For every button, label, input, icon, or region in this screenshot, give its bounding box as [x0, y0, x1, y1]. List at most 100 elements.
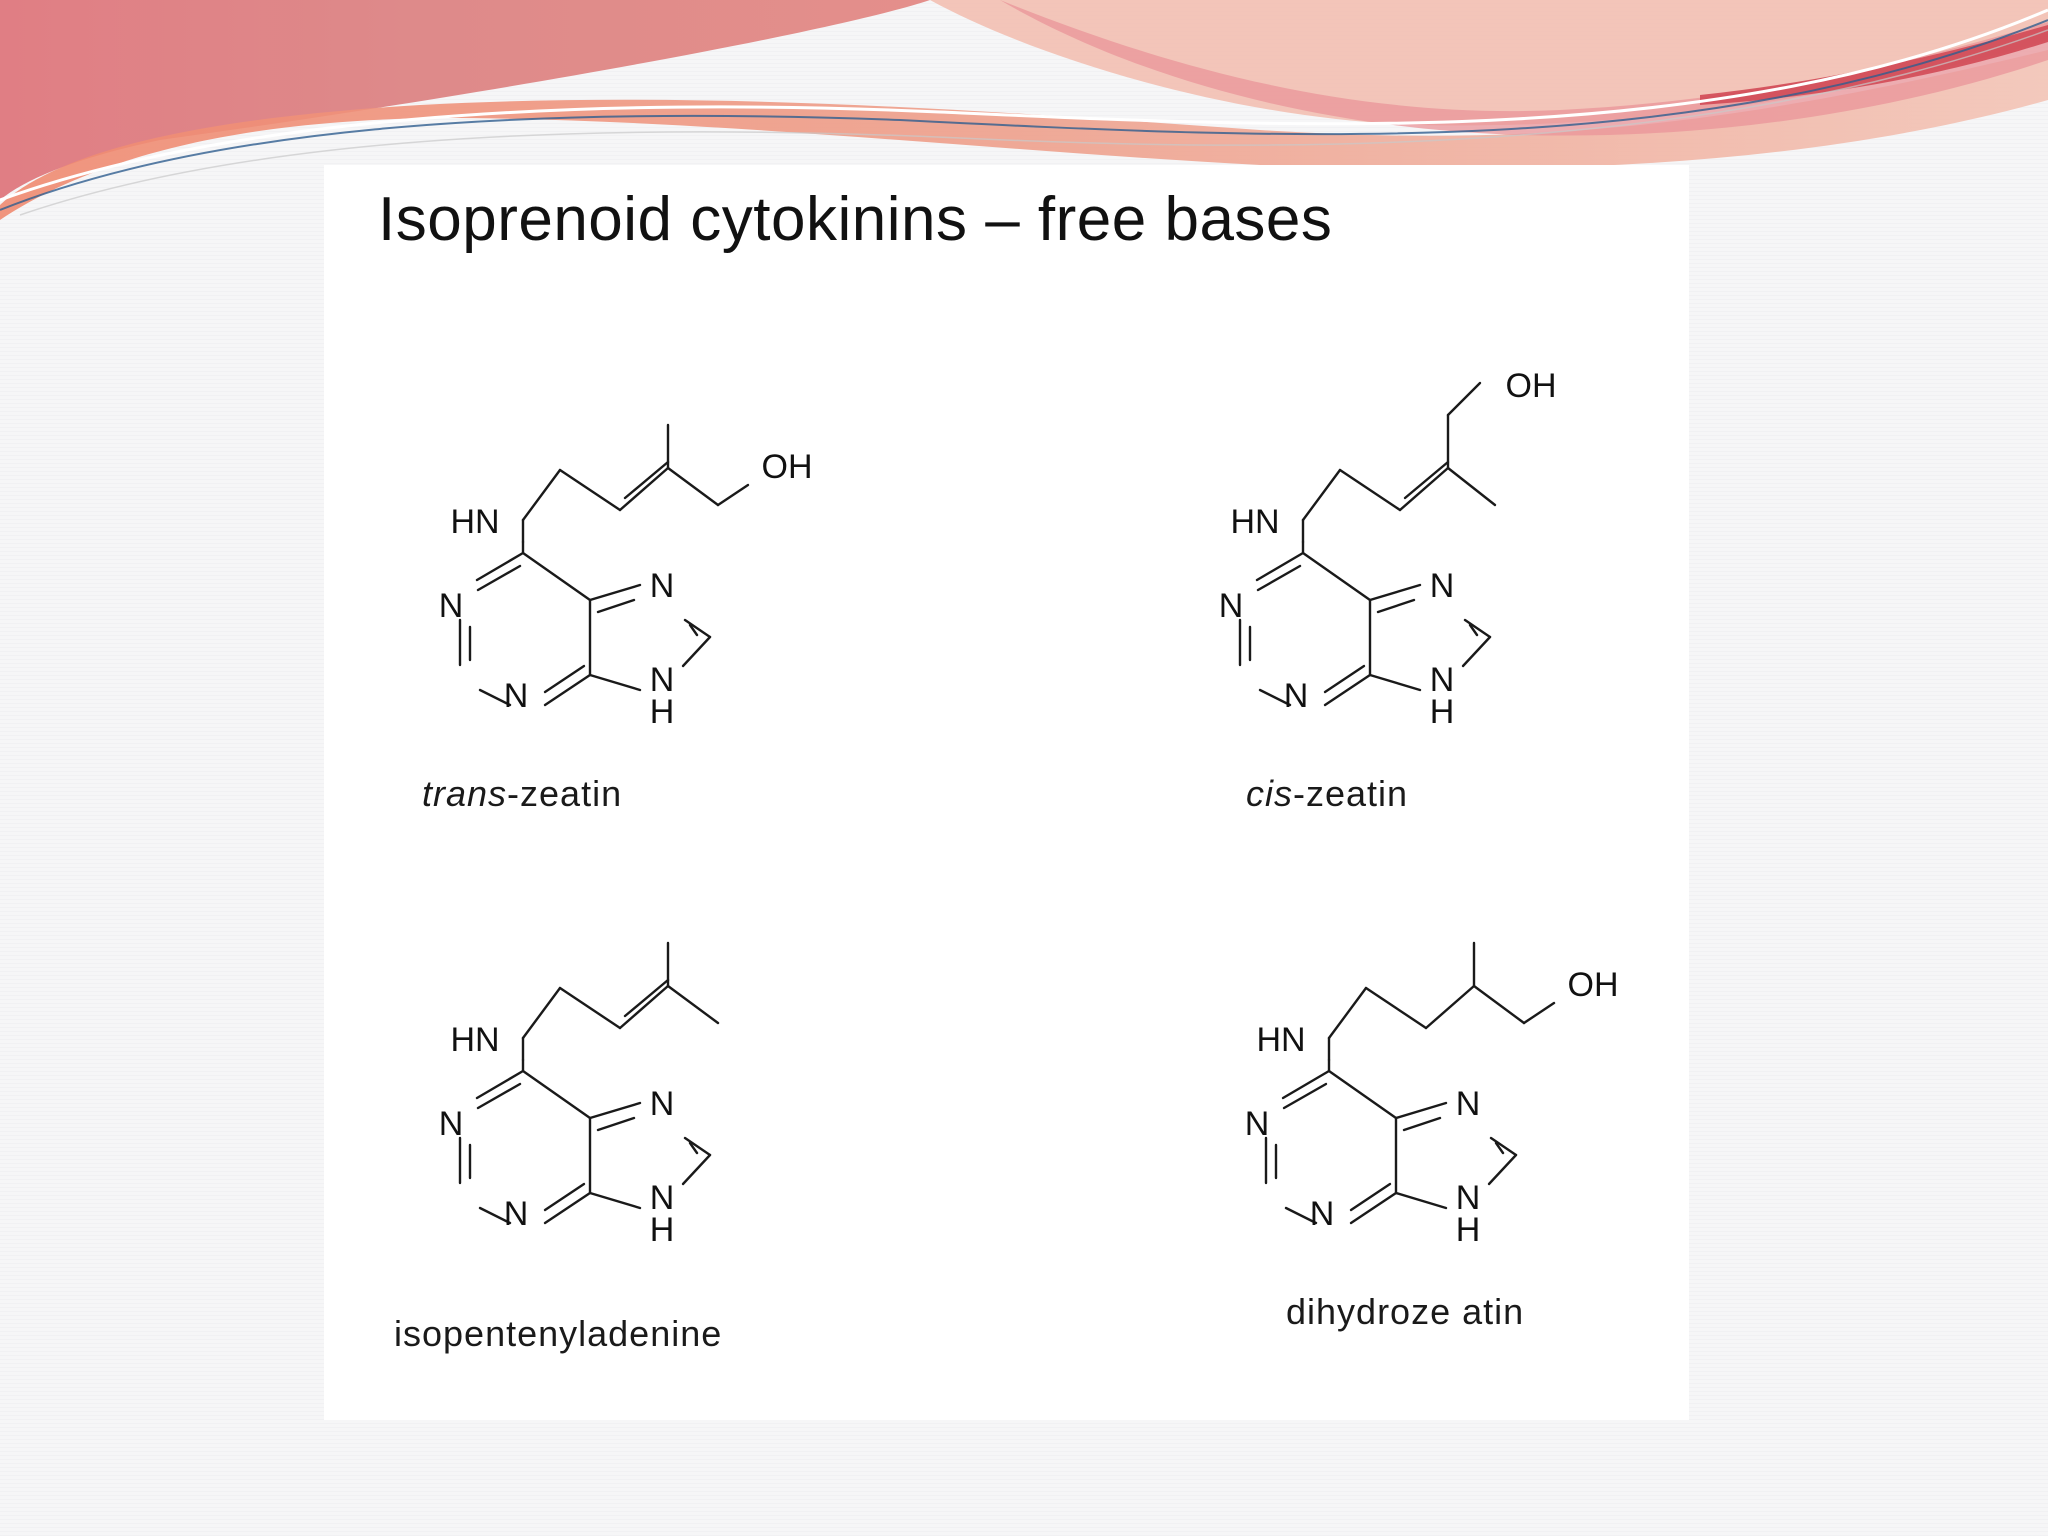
- bond: [1376, 598, 1416, 614]
- atom-label-n3: N: [1310, 1195, 1335, 1233]
- bond: [1338, 468, 1402, 512]
- bond: [1494, 1141, 1505, 1155]
- bond: [596, 1116, 636, 1132]
- atom-label-n1: N: [439, 1105, 464, 1143]
- bond: [1461, 635, 1492, 668]
- bond: [683, 618, 712, 639]
- bond: [558, 986, 622, 1030]
- bond: [1256, 564, 1302, 592]
- bond: [1368, 673, 1422, 692]
- atom-label-hydroxyl: OH: [762, 448, 813, 486]
- bond: [1323, 664, 1366, 694]
- bond: [1349, 1191, 1398, 1225]
- bond: [688, 1141, 699, 1155]
- atom-label-n9h: H: [650, 1211, 675, 1249]
- bond: [475, 551, 525, 582]
- atom-label-amine: HN: [1256, 1021, 1305, 1059]
- bond: [1301, 468, 1342, 522]
- name-suffix: -zeatin: [1293, 773, 1409, 814]
- figure-panel: [324, 165, 1689, 1420]
- bond: [1258, 688, 1292, 707]
- bond: [618, 984, 670, 1030]
- bond: [543, 673, 592, 707]
- atom-label-n7: N: [650, 567, 675, 605]
- bond: [543, 1182, 586, 1212]
- atom-label-n9h: H: [1430, 693, 1455, 731]
- atom-label-n3: N: [504, 1195, 529, 1233]
- bond: [1301, 551, 1372, 602]
- bond: [1282, 1082, 1328, 1110]
- bond: [596, 598, 636, 614]
- bond: [475, 1069, 525, 1100]
- atom-label-n7: N: [1430, 567, 1455, 605]
- bond: [588, 583, 642, 602]
- atom-label-amine: HN: [450, 1021, 499, 1059]
- bond: [1323, 673, 1372, 707]
- bond: [716, 483, 750, 507]
- atom-label-amine: HN: [1230, 503, 1279, 541]
- name-suffix: dihydroze atin: [1286, 1291, 1525, 1332]
- bond: [1446, 466, 1497, 507]
- atom-label-n3: N: [504, 677, 529, 715]
- bond: [543, 1191, 592, 1225]
- atom-label-hydroxyl: OH: [1506, 367, 1557, 405]
- atom-label-n9h: H: [1456, 1211, 1481, 1249]
- atom-label-n9: N: [650, 1179, 675, 1217]
- bond: [588, 673, 642, 692]
- bond: [683, 1136, 712, 1157]
- atom-label-n9h: H: [650, 693, 675, 731]
- bond: [1284, 1206, 1318, 1225]
- bond: [521, 986, 562, 1040]
- molecule-label-trans-zeatin: trans-zeatin: [422, 772, 622, 816]
- bond: [476, 564, 522, 592]
- bond: [1463, 618, 1492, 639]
- bond: [588, 1191, 642, 1210]
- atom-label-n9: N: [1456, 1179, 1481, 1217]
- name-suffix: -zeatin: [507, 773, 623, 814]
- atom-label-n1: N: [1245, 1105, 1270, 1143]
- atom-label-amine: HN: [450, 503, 499, 541]
- bond: [681, 1153, 712, 1186]
- header-wave-decoration: [0, 0, 2048, 220]
- bond: [1394, 1191, 1448, 1210]
- bond: [1446, 381, 1482, 417]
- bond: [1522, 1001, 1556, 1025]
- bond: [1424, 984, 1476, 1030]
- bond: [681, 635, 712, 668]
- bond: [478, 1206, 512, 1225]
- bond: [558, 468, 622, 512]
- bond: [666, 984, 720, 1025]
- slide-title: Isoprenoid cytokinins – free bases: [378, 185, 1333, 254]
- bond: [1403, 460, 1450, 500]
- atom-label-n1: N: [1219, 587, 1244, 625]
- bond: [618, 466, 670, 512]
- atom-label-n9: N: [650, 661, 675, 699]
- atom-label-n9: N: [1430, 661, 1455, 699]
- bond: [1402, 1116, 1442, 1132]
- bond: [1364, 986, 1428, 1030]
- atom-label-n3: N: [1284, 677, 1309, 715]
- bond: [1327, 986, 1368, 1040]
- bond: [1468, 623, 1479, 637]
- atom-label-n7: N: [650, 1085, 675, 1123]
- bond: [623, 460, 670, 500]
- bond: [1327, 1069, 1398, 1120]
- bond: [521, 1069, 592, 1120]
- molecule-label-cis-zeatin: cis-zeatin: [1246, 772, 1408, 816]
- bond: [478, 688, 512, 707]
- bond: [1489, 1136, 1518, 1157]
- bond: [521, 551, 592, 602]
- bond: [1281, 1069, 1331, 1100]
- atom-label-hydroxyl: OH: [1568, 966, 1619, 1004]
- molecule-label-isopentenyladenine: isopentenyladenine: [394, 1312, 722, 1356]
- molecule-label-dihydrozeatin: dihydroze atin: [1286, 1290, 1524, 1334]
- bond: [1472, 984, 1526, 1025]
- name-prefix: cis: [1246, 773, 1293, 814]
- bond: [1349, 1182, 1392, 1212]
- bond: [1368, 583, 1422, 602]
- bond: [476, 1082, 522, 1110]
